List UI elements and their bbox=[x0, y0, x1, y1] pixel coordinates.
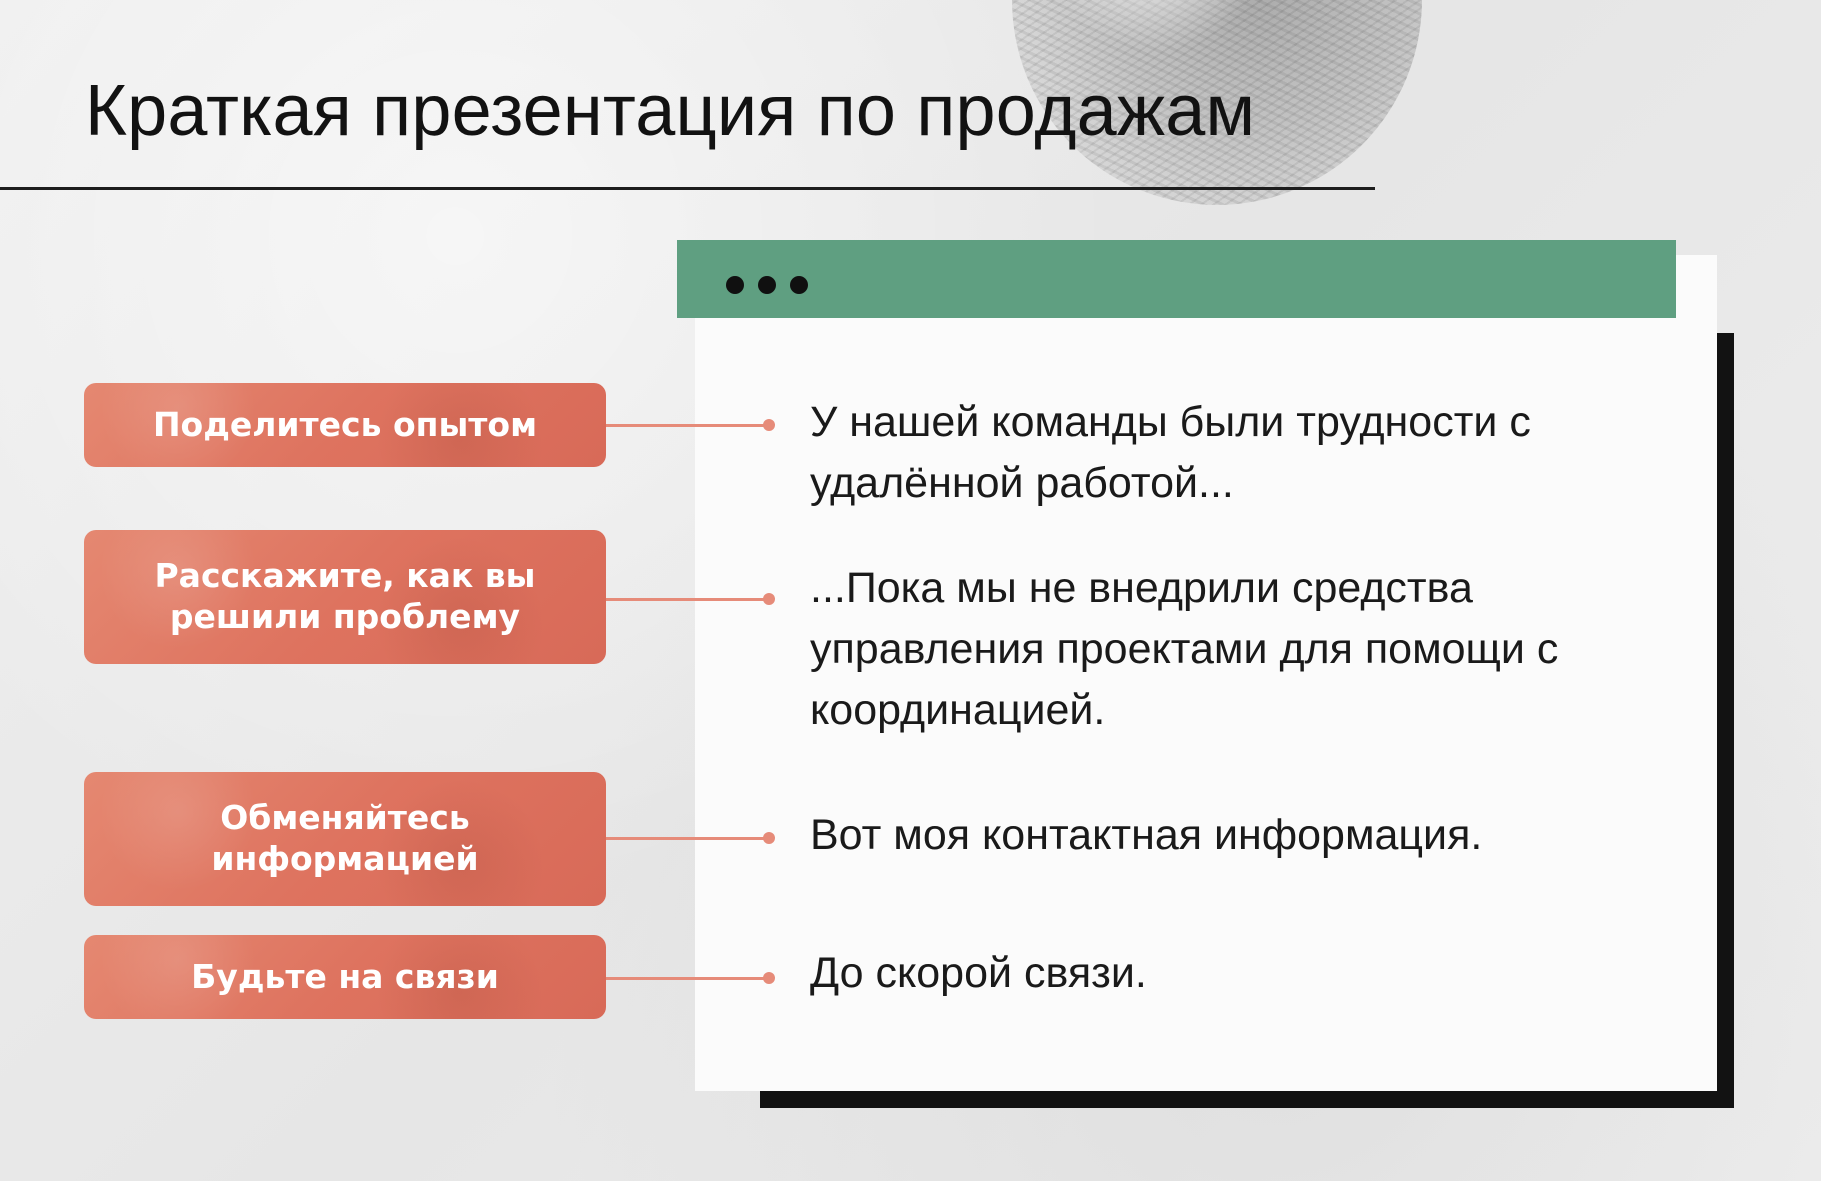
window-dot bbox=[726, 276, 744, 294]
message-1: У нашей команды были трудности с удалённ… bbox=[810, 398, 1531, 508]
label-exchange-information: Обменяйтесь информацией bbox=[84, 772, 606, 906]
connector-2 bbox=[606, 598, 768, 601]
connector-3 bbox=[606, 837, 768, 840]
message-3: Вот моя контактная информация. bbox=[810, 811, 1483, 859]
connector-2-dot bbox=[763, 593, 775, 605]
label-share-experience: Поделитесь опытом bbox=[84, 383, 606, 467]
message-window-titlebar bbox=[677, 240, 1676, 318]
connector-4 bbox=[606, 977, 768, 980]
label-stay-in-touch-text: Будьте на связи bbox=[191, 956, 499, 996]
label-exchange-line-2: информацией bbox=[211, 839, 479, 878]
label-share-experience-text: Поделитесь опытом bbox=[152, 404, 538, 444]
connector-1 bbox=[606, 424, 768, 427]
page-title: Краткая презентация по продажам bbox=[85, 71, 1256, 151]
connector-3-dot bbox=[763, 832, 775, 844]
connector-4-dot bbox=[763, 972, 775, 984]
label-stay-in-touch: Будьте на связи bbox=[84, 935, 606, 1019]
message-2: ...Пока мы не внедрили средства управлен… bbox=[810, 564, 1559, 735]
window-dot bbox=[790, 276, 808, 294]
three-dots-icon bbox=[726, 276, 808, 294]
title-divider bbox=[0, 187, 1375, 190]
window-dot bbox=[758, 276, 776, 294]
label-solution-line-2: решили проблему bbox=[169, 597, 521, 636]
message-window-panel bbox=[695, 255, 1717, 1091]
label-exchange-line-1: Обменяйтесь bbox=[220, 798, 470, 838]
message-4: До скорой связи. bbox=[810, 949, 1147, 997]
connector-1-dot bbox=[763, 419, 775, 431]
label-solution: Расскажите, как вы решили проблему bbox=[84, 530, 606, 664]
label-solution-line-1: Расскажите, как вы bbox=[154, 556, 536, 596]
